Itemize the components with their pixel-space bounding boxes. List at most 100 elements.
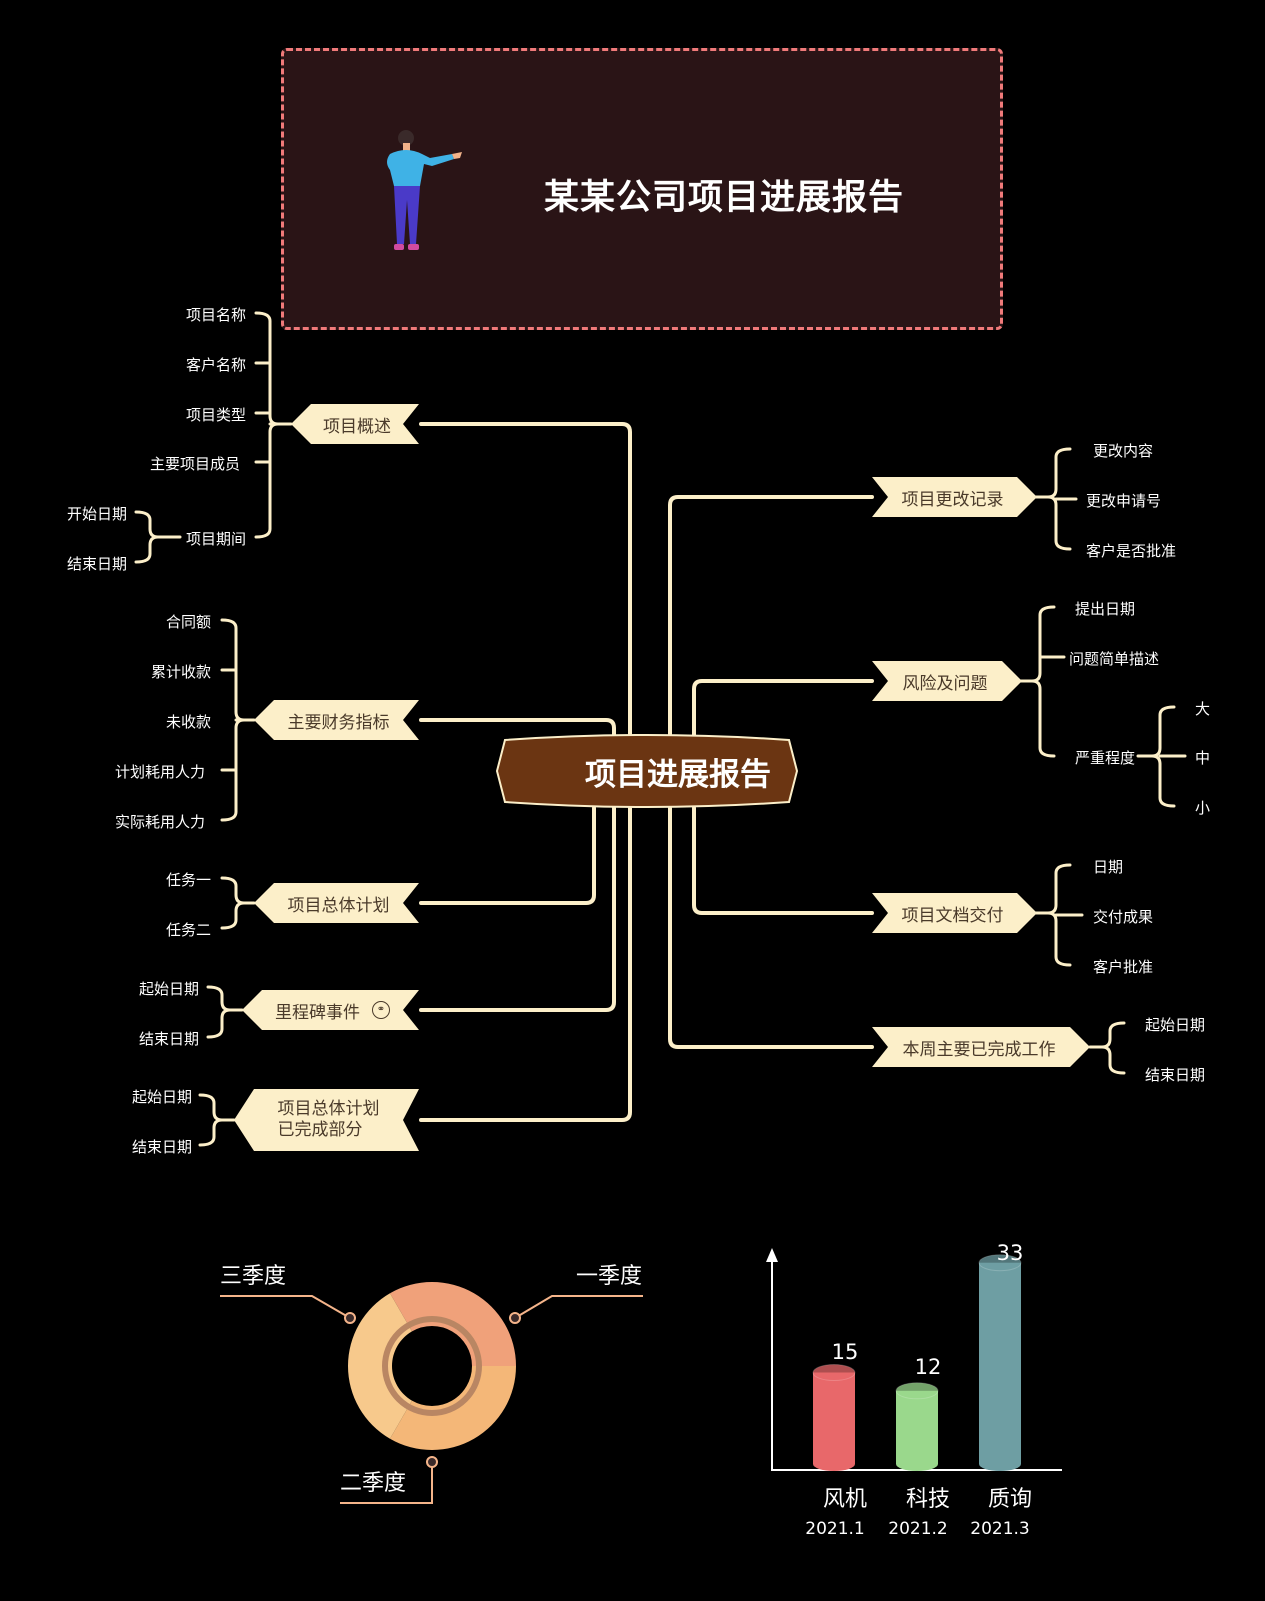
branch-label: 项目概述	[323, 416, 391, 437]
leaf-project-members[interactable]: 主要项目成员	[150, 455, 241, 473]
donut-hole	[393, 1327, 471, 1405]
leaf-contract-amount[interactable]: 合同额	[166, 613, 212, 631]
branch-plan-completed[interactable]: 项目总体计划 已完成部分	[234, 1089, 419, 1151]
leaf-raised-date[interactable]: 提出日期	[1075, 600, 1136, 618]
leader-dot-q2	[426, 1456, 438, 1468]
leaf-task-two[interactable]: 任务二	[166, 921, 212, 939]
presenter-figure-icon	[387, 130, 462, 250]
branch-label: 项目文档交付	[901, 905, 1004, 926]
branch-milestones[interactable]: 里程碑事件 ⚭	[242, 990, 419, 1030]
leaf-actual-manpower[interactable]: 实际耗用人力	[115, 813, 206, 831]
bar-cylinder-body	[813, 1372, 855, 1464]
leaf-weekly-start[interactable]: 起始日期	[1145, 1016, 1206, 1034]
connector-finance	[419, 718, 616, 739]
bar-cylinder-base	[813, 1457, 855, 1471]
brace-completed	[198, 1093, 224, 1147]
branch-change-log[interactable]: 项目更改记录	[872, 477, 1037, 517]
leaf-doc-date[interactable]: 日期	[1093, 858, 1124, 876]
brace-weekly	[1100, 1021, 1126, 1075]
leaf-completed-start[interactable]: 起始日期	[132, 1088, 193, 1106]
bar-cylinder-body	[896, 1390, 938, 1464]
bar-category-label: 科技	[905, 1487, 950, 1512]
donut-label-q1: 一季度	[576, 1264, 643, 1289]
leaf-severity[interactable]: 严重程度	[1075, 749, 1136, 767]
leaf-severity-low[interactable]: 小	[1195, 799, 1211, 817]
leaf-severity-medium[interactable]: 中	[1195, 749, 1211, 767]
branch-overall-plan[interactable]: 项目总体计划	[254, 883, 419, 923]
leaf-doc-client-approval[interactable]: 客户批准	[1093, 958, 1154, 976]
branch-financial-indicators[interactable]: 主要财务指标	[254, 700, 419, 740]
root-node-shape	[495, 734, 799, 808]
leaf-client-name[interactable]: 客户名称	[186, 356, 247, 374]
title-banner: 某某公司项目进展报告	[281, 48, 1003, 330]
connector-completed	[419, 806, 632, 1122]
branch-risks-issues[interactable]: 风险及问题	[872, 661, 1022, 701]
branch-label: 主要财务指标	[287, 712, 390, 733]
branch-document-delivery[interactable]: 项目文档交付	[872, 893, 1037, 933]
leaf-start-date[interactable]: 开始日期	[67, 505, 128, 523]
root-label: 项目进展报告	[585, 757, 771, 793]
bar-date-label: 2021.1	[805, 1519, 865, 1539]
bar-cylinder-top	[978, 1254, 1022, 1272]
banner-title: 某某公司项目进展报告	[544, 178, 905, 218]
bar-value-label: 33	[996, 1241, 1024, 1265]
leaf-change-request-no[interactable]: 更改申请号	[1086, 492, 1162, 510]
brace-milestone	[206, 985, 232, 1039]
leaf-client-approved[interactable]: 客户是否批准	[1086, 542, 1177, 560]
leaf-milestone-start[interactable]: 起始日期	[139, 980, 200, 998]
leaf-completed-end[interactable]: 结束日期	[132, 1138, 193, 1156]
bar-cylinder-base	[896, 1457, 938, 1471]
leaf-deliverables[interactable]: 交付成果	[1093, 908, 1154, 926]
donut-label-q2: 二季度	[340, 1471, 407, 1496]
branch-label: 风险及问题	[902, 673, 988, 694]
bar-cylinder-base	[979, 1457, 1021, 1471]
bar-cylinder-top	[895, 1382, 939, 1400]
leader-dot-q1	[509, 1312, 521, 1324]
y-axis-arrow	[766, 1248, 778, 1262]
leader-line-q3	[220, 1295, 351, 1319]
leaf-issue-description[interactable]: 问题简单描述	[1069, 650, 1160, 668]
donut-inner-ring	[382, 1316, 482, 1416]
root-node[interactable]: 项目进展报告	[495, 732, 799, 810]
branch-weekly-completed[interactable]: 本周主要已完成工作	[872, 1027, 1090, 1067]
leaf-severity-high[interactable]: 大	[1195, 700, 1211, 718]
leaf-project-name[interactable]: 项目名称	[186, 306, 247, 324]
leaf-uncollected[interactable]: 未收款	[166, 713, 212, 731]
link-icon[interactable]: ⚭	[372, 1001, 390, 1019]
branch-label: 项目总体计划	[287, 895, 390, 916]
bar-category-label: 风机	[822, 1487, 867, 1512]
brace-plan	[220, 876, 246, 930]
bar-date-label: 2021.3	[970, 1519, 1030, 1539]
branch-label: 里程碑事件	[275, 1002, 360, 1023]
leaf-weekly-end[interactable]: 结束日期	[1145, 1066, 1206, 1084]
leaf-project-period[interactable]: 项目期间	[186, 530, 247, 548]
brace-period	[134, 510, 160, 564]
branch-label: 本周主要已完成工作	[902, 1039, 1056, 1060]
leaf-project-type[interactable]: 项目类型	[186, 406, 247, 424]
leader-line-q2	[340, 1462, 433, 1504]
connector-change	[668, 495, 874, 739]
connector-milestone	[419, 806, 616, 1012]
leaf-milestone-end[interactable]: 结束日期	[139, 1030, 200, 1048]
branch-label-line1: 项目总体计划	[277, 1099, 380, 1119]
bar-axes	[771, 1252, 1062, 1471]
leaf-change-content[interactable]: 更改内容	[1093, 442, 1154, 460]
connector-docs	[692, 806, 874, 915]
leaf-planned-manpower[interactable]: 计划耗用人力	[115, 763, 206, 781]
leaf-cumulative-receipts[interactable]: 累计收款	[151, 663, 212, 681]
leaf-task-one[interactable]: 任务一	[166, 871, 212, 889]
connector-weekly	[668, 806, 874, 1049]
donut-slice	[348, 1293, 412, 1439]
bar-value-label: 12	[914, 1355, 942, 1379]
bar-date-label: 2021.2	[888, 1519, 948, 1539]
leaf-end-date[interactable]: 结束日期	[67, 555, 128, 573]
leader-dot-q3	[344, 1312, 356, 1324]
donut-label-q3: 三季度	[220, 1264, 287, 1289]
branch-project-overview[interactable]: 项目概述	[291, 404, 419, 444]
bar-category-label: 质询	[987, 1487, 1032, 1512]
branch-label-line2: 已完成部分	[277, 1120, 363, 1140]
brace-risk	[1030, 605, 1056, 758]
connector-plan	[419, 806, 596, 905]
